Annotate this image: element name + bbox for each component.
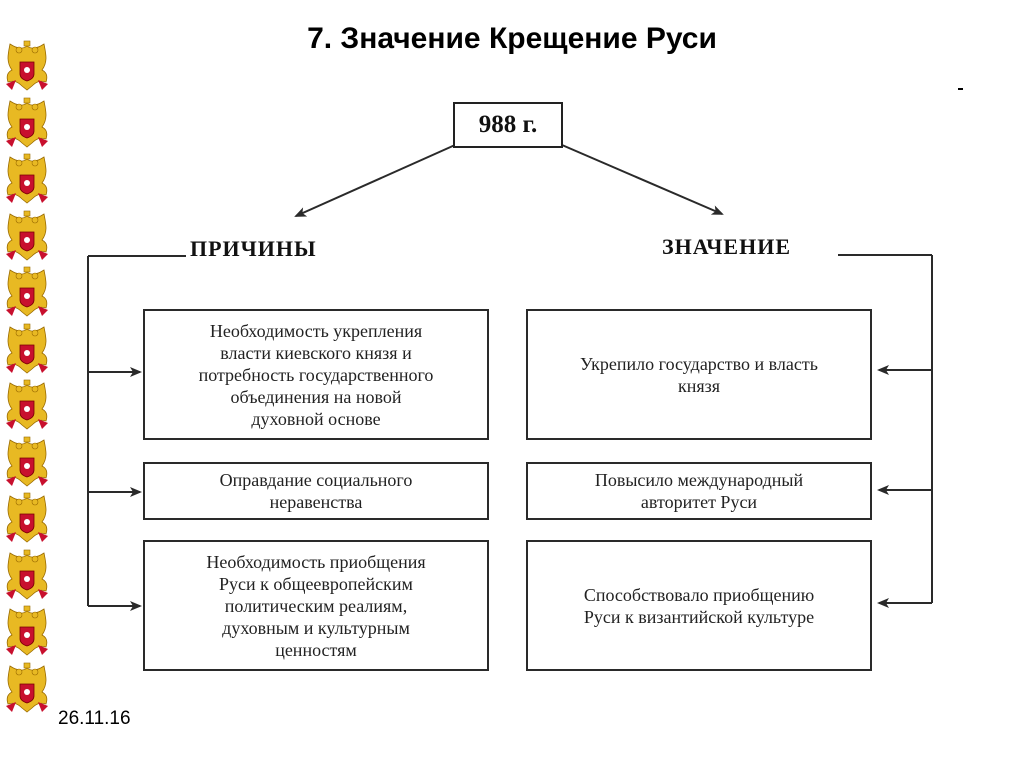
double-headed-eagle-coat-of-arms-icon [6,436,48,487]
double-headed-eagle-coat-of-arms-icon [6,266,48,317]
double-headed-eagle-coat-of-arms-icon [6,662,48,713]
double-headed-eagle-coat-of-arms-icon [6,379,48,430]
double-headed-eagle-coat-of-arms-icon [6,323,48,374]
effects-heading: ЗНАЧЕНИЕ [658,234,795,260]
arrow-to-effects [561,144,724,215]
cause-text-3: Необходимость приобщения Руси к общеевро… [206,551,426,660]
effect-text-1: Укрепило государство и власть князя [580,353,818,396]
double-headed-eagle-coat-of-arms-icon [6,210,48,261]
arrow-to-causes [294,144,456,217]
cause-box-1: Необходимость укрепления власти киевског… [143,309,489,440]
double-headed-eagle-coat-of-arms-icon [6,492,48,543]
effect-box-2: Повысило международный авторитет Руси [526,462,872,520]
effect-box-1: Укрепило государство и власть князя [526,309,872,440]
cause-text-1: Необходимость укрепления власти киевског… [198,320,434,429]
double-headed-eagle-coat-of-arms-icon [6,97,48,148]
effect-box-3: Способствовало приобщению Руси к византи… [526,540,872,671]
double-headed-eagle-coat-of-arms-icon [6,605,48,656]
slide-date: 26.11.16 [58,708,131,729]
cause-box-2: Оправдание социального неравенства [143,462,489,520]
effect-text-2: Повысило международный авторитет Руси [594,470,804,512]
slide-title: 7. Значение Крещение Руси [307,22,717,55]
double-headed-eagle-coat-of-arms-icon [6,40,48,91]
double-headed-eagle-coat-of-arms-icon [6,153,48,204]
year-box: 988 г. [453,102,563,148]
corner-dash [958,88,963,90]
cause-box-3: Необходимость приобщения Руси к общеевро… [143,540,489,671]
emblem-column [0,40,56,720]
effect-text-3: Способствовало приобщению Руси к византи… [583,584,815,627]
causes-heading: ПРИЧИНЫ [186,236,321,262]
double-headed-eagle-coat-of-arms-icon [6,549,48,600]
cause-text-2: Оправдание социального неравенства [219,470,413,512]
